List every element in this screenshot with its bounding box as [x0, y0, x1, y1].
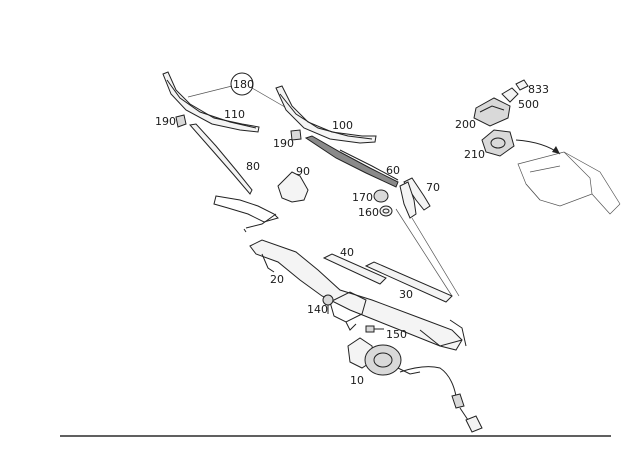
label-160: 160 [358, 206, 379, 219]
blade-clip-right [290, 129, 302, 141]
bushing-160 [379, 205, 393, 217]
bushing-170 [373, 189, 389, 203]
label-80: 80 [246, 160, 260, 173]
label-20: 20 [270, 273, 284, 286]
label-150: 150 [386, 328, 407, 341]
rain-sensor-module [473, 97, 511, 127]
motor-cable [399, 366, 483, 433]
blade-clip-left [175, 114, 187, 128]
wiper-arm-right [304, 135, 399, 188]
wiper-blade-left [162, 71, 260, 133]
pointer-arrow [515, 139, 561, 155]
label-140: 140 [307, 303, 328, 316]
link-rod-70 [403, 177, 431, 211]
label-60: 60 [386, 164, 400, 177]
label-70: 70 [426, 181, 440, 194]
label-30: 30 [399, 288, 413, 301]
sensor-bracket-210 [481, 129, 515, 157]
part-number-labels: 180 110 190 100 190 80 90 60 70 170 160 … [155, 78, 549, 387]
wiper-linkage-frame [249, 239, 467, 351]
label-100: 100 [332, 119, 353, 132]
label-210: 210 [464, 148, 485, 161]
label-180: 180 [233, 78, 254, 91]
label-110: 110 [224, 108, 245, 121]
screw-150 [365, 325, 384, 333]
label-40: 40 [340, 246, 354, 259]
wiper-arm-left [189, 123, 279, 233]
leader-lines [187, 85, 460, 297]
windshield-sketch [517, 151, 621, 215]
label-190-left: 190 [155, 115, 176, 128]
callout-circle-180 [230, 72, 254, 96]
connector-833 [515, 79, 529, 91]
wiper-blade-right [275, 85, 377, 144]
label-200: 200 [455, 118, 476, 131]
label-833: 833 [528, 83, 549, 96]
cover-cap [277, 171, 309, 203]
connector-500 [501, 87, 519, 103]
label-90: 90 [296, 165, 310, 178]
bolt-140 [322, 294, 334, 314]
wiper-motor [347, 337, 421, 376]
label-170: 170 [352, 191, 373, 204]
label-10: 10 [350, 374, 364, 387]
label-190-right: 190 [273, 137, 294, 150]
label-500: 500 [518, 98, 539, 111]
link-rod-60 [399, 181, 417, 219]
